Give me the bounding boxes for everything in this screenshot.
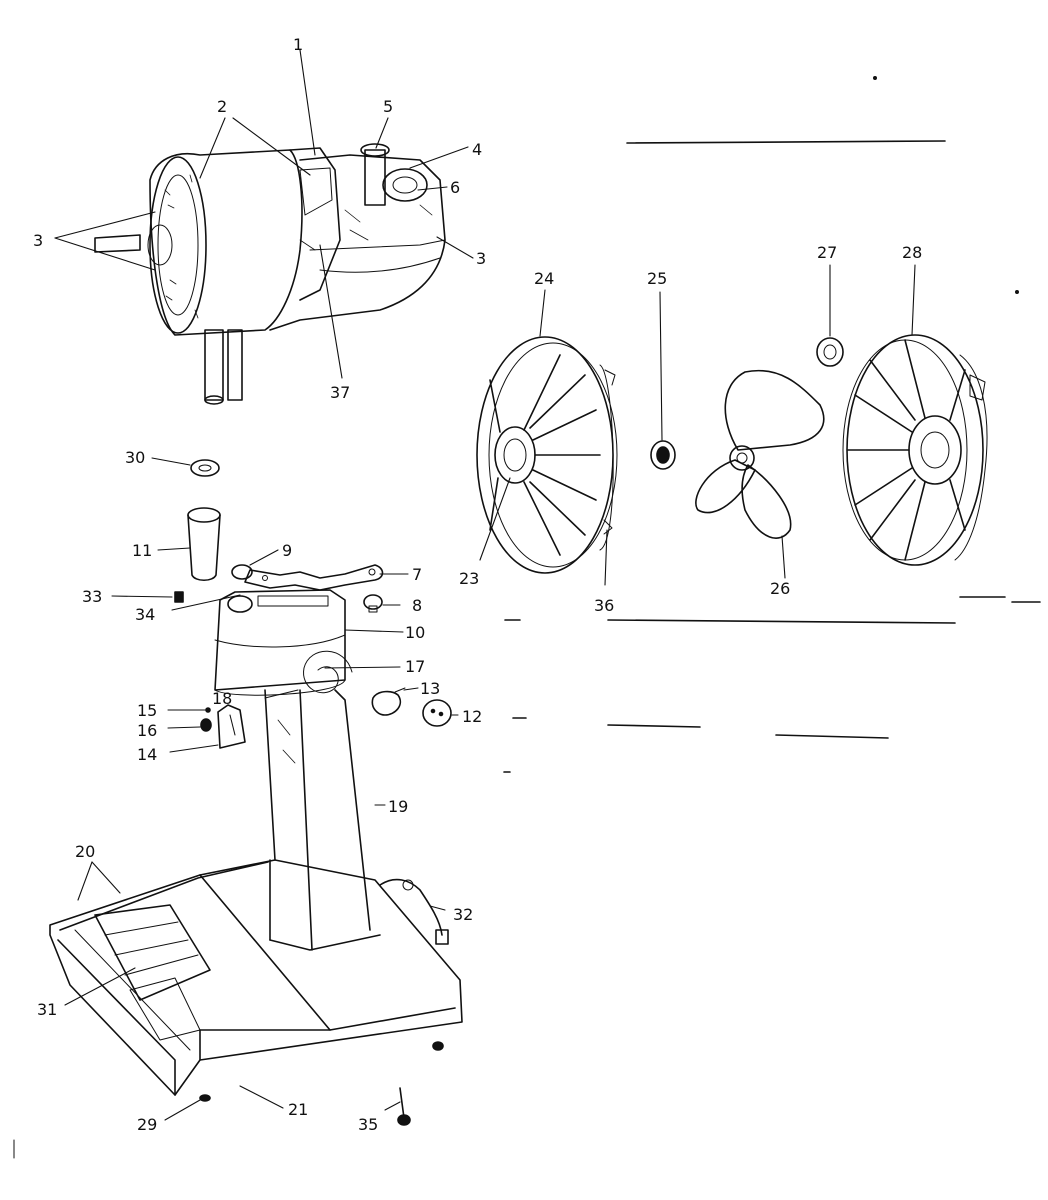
label-2: 2 bbox=[217, 97, 227, 116]
guard-nut bbox=[816, 337, 844, 367]
screw-35 bbox=[397, 1087, 411, 1126]
label-24: 24 bbox=[534, 269, 554, 288]
spinner-nut bbox=[650, 440, 676, 470]
label-33: 33 bbox=[82, 587, 102, 606]
label-3-right: 3 bbox=[476, 249, 486, 268]
bushing bbox=[187, 507, 221, 582]
motor-assembly bbox=[94, 143, 446, 405]
label-32: 32 bbox=[453, 905, 473, 924]
fan-blade bbox=[695, 369, 825, 539]
washer bbox=[190, 459, 220, 477]
label-25: 25 bbox=[647, 269, 667, 288]
label-37: 37 bbox=[330, 383, 350, 402]
label-28: 28 bbox=[902, 243, 922, 262]
front-guard bbox=[842, 334, 988, 566]
base bbox=[49, 859, 463, 1102]
label-3-left: 3 bbox=[33, 231, 43, 250]
label-6: 6 bbox=[450, 178, 460, 197]
label-30: 30 bbox=[125, 448, 145, 467]
label-17: 17 bbox=[405, 657, 425, 676]
bracket-14 bbox=[217, 704, 246, 749]
label-19: 19 bbox=[388, 797, 408, 816]
label-5: 5 bbox=[383, 97, 393, 116]
pedestal-column bbox=[264, 689, 381, 951]
cap-12 bbox=[422, 699, 452, 727]
label-10: 10 bbox=[405, 623, 425, 642]
nut-8 bbox=[363, 594, 383, 613]
clip-13 bbox=[371, 687, 406, 716]
spring-16 bbox=[167, 718, 212, 732]
label-4: 4 bbox=[472, 140, 482, 159]
label-8: 8 bbox=[412, 596, 422, 615]
stand-head bbox=[214, 589, 353, 696]
label-23: 23 bbox=[459, 569, 479, 588]
pin-15 bbox=[167, 707, 211, 713]
link-arm bbox=[231, 564, 384, 591]
label-36: 36 bbox=[594, 596, 614, 615]
label-27: 27 bbox=[817, 243, 837, 262]
screw-33 bbox=[174, 591, 184, 603]
label-9: 9 bbox=[282, 541, 292, 560]
label-14: 14 bbox=[137, 745, 157, 764]
label-1: 1 bbox=[293, 35, 303, 54]
rear-guard bbox=[476, 336, 618, 574]
label-16: 16 bbox=[137, 721, 157, 740]
label-35: 35 bbox=[358, 1115, 378, 1134]
label-7: 7 bbox=[412, 565, 422, 584]
label-11: 11 bbox=[132, 541, 152, 560]
label-34: 34 bbox=[135, 605, 155, 624]
label-20: 20 bbox=[75, 842, 95, 861]
label-31: 31 bbox=[37, 1000, 57, 1019]
label-29: 29 bbox=[137, 1115, 157, 1134]
label-26: 26 bbox=[770, 579, 790, 598]
label-21: 21 bbox=[288, 1100, 308, 1119]
label-13: 13 bbox=[420, 679, 440, 698]
label-12: 12 bbox=[462, 707, 482, 726]
label-15: 15 bbox=[137, 701, 157, 720]
label-18: 18 bbox=[212, 689, 232, 708]
